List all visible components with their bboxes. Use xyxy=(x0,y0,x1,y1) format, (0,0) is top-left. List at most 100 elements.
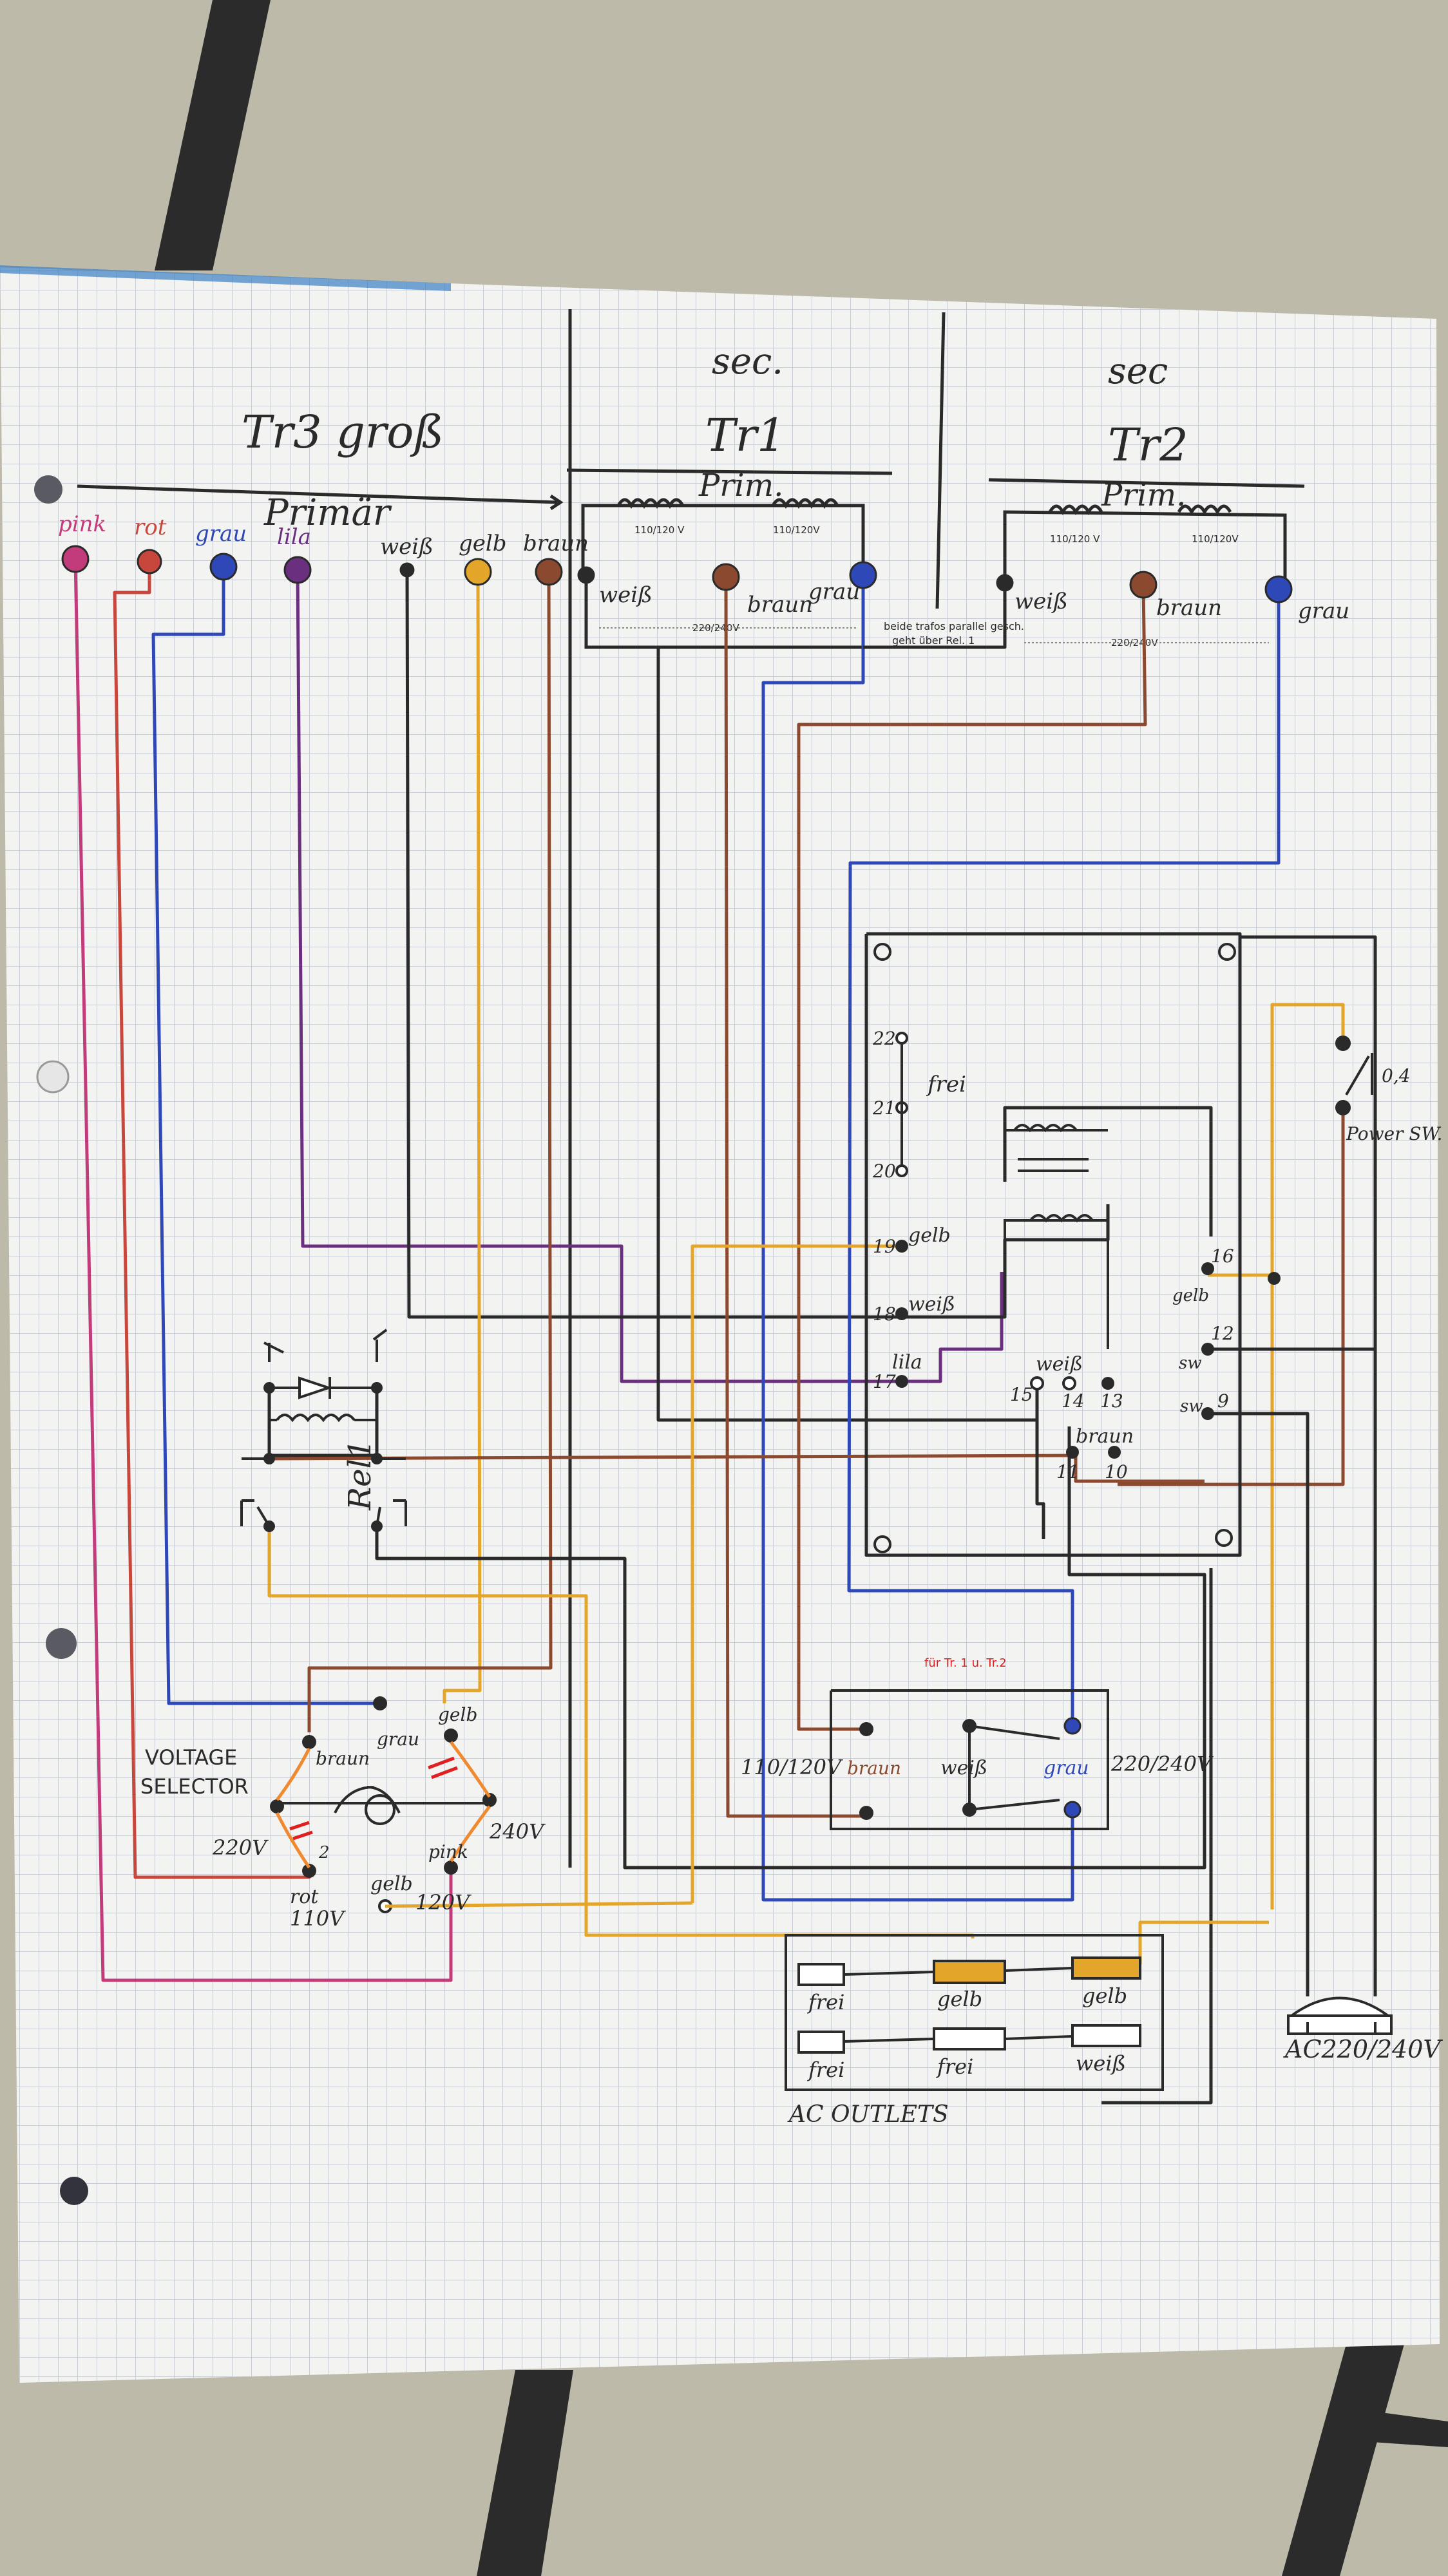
tr2-winding-b: 110/120V xyxy=(1192,533,1239,545)
pin-14 xyxy=(1062,1376,1076,1390)
outlet-3 xyxy=(1071,1956,1141,1980)
outlet-label-5: frei xyxy=(936,2054,973,2079)
punch-hole xyxy=(34,475,62,504)
tr2-pin-weiss xyxy=(996,574,1014,592)
wire-rel1-braun xyxy=(269,1454,1205,1483)
tr3-pin-weiss xyxy=(399,562,415,578)
tr-terminal-labels: weiß braun grau weiß braun grau xyxy=(599,579,1349,624)
wires xyxy=(73,560,1377,2105)
wire-pin10-braun xyxy=(1118,1108,1345,1486)
floor-gap-right xyxy=(1282,2344,1404,2576)
tr2-pin-braun xyxy=(1129,571,1157,599)
switch-pin-braun-bottom xyxy=(859,1806,873,1820)
tr2-winding-a: 110/120 V xyxy=(1050,533,1100,545)
wire-tr2-grau xyxy=(847,591,1281,1726)
wire-tr3-braun xyxy=(307,571,553,1732)
selector-pin-220 xyxy=(270,1799,284,1814)
selector-labels: VOLTAGE SELECTOR braun grau gelb 220V 24… xyxy=(140,1704,546,1931)
outlet-1 xyxy=(797,1963,845,1986)
paper-sheet xyxy=(0,265,1440,2383)
pin-16 xyxy=(1201,1262,1214,1275)
winding-annotations: 110/120 V 110/120V 220/240V 110/120 V 11… xyxy=(634,524,1239,649)
pin-15-14-label: weiß xyxy=(1036,1353,1083,1376)
switch-grau: grau xyxy=(1043,1757,1089,1779)
rel1: Rel1 xyxy=(240,1329,407,1532)
block-screw xyxy=(1215,1529,1233,1547)
power-switch-fuse: 0,4 xyxy=(1382,1065,1411,1086)
pin-number-16: 16 xyxy=(1211,1245,1234,1267)
mains-plug-label: AC220/240V xyxy=(1283,2035,1443,2063)
selector-pin-grau xyxy=(373,1696,387,1710)
tr3-pin-grau xyxy=(209,553,238,581)
pin-19-label: gelb xyxy=(908,1224,951,1247)
tr2-windings xyxy=(1003,504,1287,586)
power-switch: 0,4 Power SW. xyxy=(1335,1036,1442,1144)
transformer-titles: Tr3 groß Primär sec. Tr1 Prim. sec Tr2 P… xyxy=(242,341,1188,534)
outlet-label-1: frei xyxy=(807,1990,844,2014)
selector-pin-rot xyxy=(302,1864,316,1878)
pin-number-11: 11 xyxy=(1056,1461,1080,1482)
tr1-terminal-braun: braun xyxy=(747,592,813,618)
floor-gap-bottom xyxy=(477,2370,573,2576)
selector-pin-gelb xyxy=(444,1728,458,1743)
outlet-4 xyxy=(797,2031,845,2054)
tr1-sec-label: sec. xyxy=(712,341,783,383)
pin-13 xyxy=(1101,1377,1114,1390)
wire-tr2-weiss xyxy=(863,583,1007,649)
pin-19 xyxy=(895,1240,908,1253)
rel1-label: Rel1 xyxy=(342,1439,378,1511)
tr1-title: Tr1 xyxy=(705,409,786,462)
switch-pin-grau-top xyxy=(1063,1717,1081,1735)
pin-17 xyxy=(895,1375,908,1388)
tr3-terminals xyxy=(61,545,1293,603)
wire-tr2-braun xyxy=(797,585,1147,1731)
frei-label: frei xyxy=(926,1072,966,1097)
selector-gelb-bottom: gelb xyxy=(370,1873,413,1895)
switch-110-120: 110/120V xyxy=(741,1755,843,1779)
outlet-label-6: weiß xyxy=(1076,2051,1126,2076)
tr2-pin-grau xyxy=(1264,575,1293,603)
selector-gelb-top: gelb xyxy=(438,1704,477,1725)
switch-pin-grau-bottom xyxy=(1063,1801,1081,1819)
outlet-labels: frei gelb gelb frei frei weiß AC OUTLETS xyxy=(787,1984,1127,2128)
wire-tr1-weiss xyxy=(656,647,1037,1422)
tr1-pin-grau xyxy=(849,561,877,589)
wire-outlet-gelb xyxy=(1138,1920,1269,1964)
power-switch-label: Power SW. xyxy=(1346,1123,1442,1144)
tr3-terminal-lila: lila xyxy=(277,524,311,550)
relay-block: 22 21 20 19 18 17 16 15 14 13 12 11 10 9… xyxy=(872,943,1281,1553)
outlet-label-2: gelb xyxy=(937,1987,982,2011)
selector-pink: pink xyxy=(428,1841,468,1862)
pin-15 xyxy=(1030,1376,1044,1390)
tr1-winding-a: 110/120 V xyxy=(634,524,685,536)
pin-17-label: lila xyxy=(892,1351,922,1374)
tr2-terminal-grau: grau xyxy=(1298,598,1349,624)
switch-braun: braun xyxy=(847,1757,901,1779)
selector-title-1: VOLTAGE xyxy=(145,1745,237,1770)
wire-power-gelb xyxy=(1270,1003,1345,1909)
tr1-terminal-grau: grau xyxy=(808,579,860,605)
switch-220-240: 220/240V xyxy=(1110,1752,1214,1776)
selector-110v: 110V xyxy=(290,1906,346,1931)
selector-pin-braun xyxy=(302,1735,316,1749)
pin-18 xyxy=(895,1307,908,1320)
punch-hole xyxy=(60,2177,88,2205)
outlet-5 xyxy=(933,2027,1006,2050)
floor-gap-top xyxy=(155,0,271,270)
switch-pin-weiss-bottom xyxy=(962,1803,976,1817)
punch-hole xyxy=(36,1060,70,1094)
wire-tr3-grau xyxy=(151,568,380,1705)
outlet-label-4: frei xyxy=(807,2058,844,2082)
tr3-pin-gelb xyxy=(464,558,492,586)
wire-pin15-14-13 xyxy=(1035,1383,1045,1539)
selector-pin-pink xyxy=(444,1861,458,1875)
wire-outlet-weiss xyxy=(1101,1568,1213,2105)
block-screw xyxy=(873,943,891,961)
tr2-terminal-braun: braun xyxy=(1156,595,1222,621)
pin-20 xyxy=(895,1164,908,1177)
pin-number-13: 13 xyxy=(1100,1390,1123,1412)
pin-16-label: gelb xyxy=(1172,1286,1209,1305)
tr1-pin-braun xyxy=(712,563,740,591)
wire-tr1-braun xyxy=(724,578,866,1818)
pin-18-label: weiß xyxy=(908,1293,955,1316)
